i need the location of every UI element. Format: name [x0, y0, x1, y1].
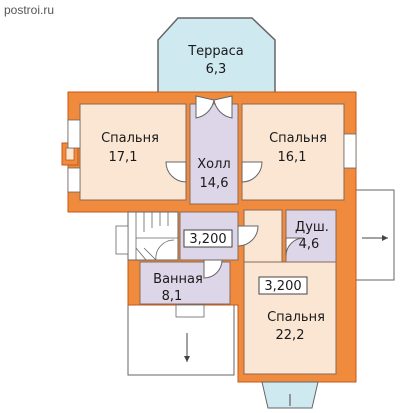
- bedroom-3-label: Спальня: [267, 310, 325, 325]
- hall-area-value: 14,6: [200, 176, 229, 191]
- hall-room: [189, 103, 239, 205]
- hall-label: Холл: [197, 157, 230, 172]
- bedroom-2-area-value: 16,1: [278, 150, 307, 165]
- bathroom-label: Ванная: [153, 272, 203, 287]
- level-mark-1: 3,200: [189, 232, 226, 247]
- bedroom-2-label: Спальня: [269, 131, 327, 146]
- bedroom-1-room: [79, 103, 187, 201]
- bedroom-1-area-value: 17,1: [109, 150, 138, 165]
- windows: [67, 119, 357, 318]
- level-mark-2-box: [258, 276, 308, 295]
- watermark-text: postroi.ru: [4, 3, 54, 17]
- terrace-label: Терраса: [187, 44, 244, 59]
- chimney-flue: [65, 147, 75, 161]
- right-porch-outline: [349, 189, 395, 281]
- bottom-porch-arrowhead: [184, 356, 190, 362]
- level-mark-2: 3,200: [264, 279, 301, 294]
- staircase: [127, 211, 179, 261]
- doors: [165, 95, 305, 279]
- level-mark-1-box: [183, 229, 233, 248]
- stair-steps: [135, 212, 178, 261]
- shower-label: Душ.: [295, 220, 329, 235]
- bedroom-2-room: [241, 103, 345, 201]
- shower-room: [285, 209, 337, 263]
- bedroom-1-label: Спальня: [101, 131, 159, 146]
- bedroom-3-area-value: 22,2: [276, 328, 305, 343]
- right-porch-arrowhead: [382, 235, 388, 241]
- bathroom-area-value: 8,1: [162, 289, 183, 304]
- terrace-area-value: 6,3: [206, 62, 227, 77]
- shower-area-value: 4,6: [299, 237, 320, 252]
